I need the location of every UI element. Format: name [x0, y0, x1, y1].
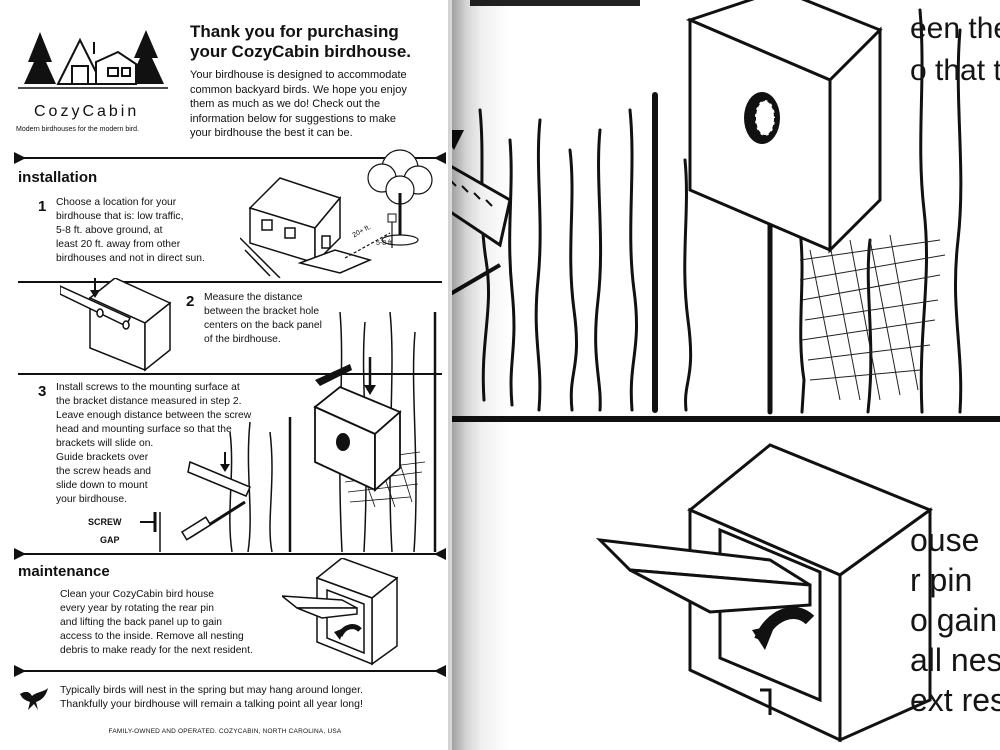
open-birdhouse-illustration — [282, 558, 399, 666]
section-divider — [18, 553, 442, 555]
intro-paragraph: Your birdhouse is designed to accommodat… — [190, 68, 450, 141]
maintenance-line: and lifting the back panel up to gain — [60, 617, 223, 628]
step-2-line: of the birdhouse. — [204, 334, 281, 345]
step-3-number: 3 — [38, 383, 47, 400]
bg-fragment-4: r pin — [910, 562, 973, 598]
divider-arrow-icon — [434, 548, 446, 560]
step-2-text: Measure the distance between the bracket… — [204, 291, 384, 347]
note-line: Thankfully your birdhouse will remain a … — [60, 698, 363, 710]
step-1-line: Choose a location for your — [56, 197, 177, 208]
background-illustration — [440, 0, 1000, 743]
step-3-line: Install screws to the mounting surface a… — [56, 382, 240, 393]
bird-icon — [20, 688, 48, 710]
bg-fragment-6: all nesting — [910, 642, 1000, 678]
seasonal-note: Typically birds will nest in the spring … — [60, 683, 440, 711]
background-page: een the screw o that the ouse r pin o ga… — [440, 0, 1000, 750]
step-2-line: centers on the back panel — [204, 320, 322, 331]
flyer-edge-shadow — [448, 0, 466, 750]
step-3-text: Install screws to the mounting surface a… — [56, 381, 306, 507]
step-3-line: Guide brackets over — [56, 452, 149, 463]
intro-line: Your birdhouse is designed to accommodat… — [190, 69, 407, 81]
title-line-1: Thank you for purchasing — [190, 22, 399, 41]
footer-text: FAMILY-OWNED AND OPERATED. COZYCABIN, NO… — [108, 728, 342, 735]
height-5-8ft-label: 5-8 ft. — [376, 240, 394, 247]
step-divider — [18, 281, 442, 283]
instruction-flyer: CozyCabin Modern birdhouses for the mode… — [0, 0, 452, 750]
intro-line: your birdhouse the best it can be. — [190, 127, 353, 139]
step-3-line: slide down to mount — [56, 480, 148, 491]
bg-fragment-3: ouse — [910, 522, 980, 558]
house-and-tree-illustration — [240, 149, 433, 278]
step-1-number: 1 — [38, 198, 47, 215]
intro-line: common backyard birds. We hope you enjoy — [190, 83, 407, 96]
step-2-line: between the bracket hole — [204, 306, 320, 317]
maintenance-line: debris to make ready for the next reside… — [60, 645, 253, 656]
step-3-line: the screw heads and — [56, 466, 152, 477]
divider-arrow-icon — [14, 665, 26, 677]
gap-label: GAP — [100, 535, 120, 545]
divider-arrow-icon — [434, 665, 446, 677]
maintenance-line: every year by rotating the rear pin — [60, 603, 214, 614]
step-1-line: birdhouses and not in direct sun. — [56, 253, 205, 264]
step-3-line: head and mounting surface so that the — [56, 424, 232, 435]
bg-fragment-5: o gain — [910, 602, 998, 638]
brand-tagline: Modern birdhouses for the modern bird. — [16, 126, 139, 133]
tree-mounting-illustration — [140, 312, 437, 552]
cabin-logo-icon — [18, 30, 168, 89]
step-3-line: your birdhouse. — [56, 494, 127, 505]
step-3-line: brackets will slide on. — [56, 438, 154, 449]
step-divider — [18, 373, 442, 375]
maintenance-line: Clean your CozyCabin bird house — [60, 589, 214, 600]
brand-name: CozyCabin — [34, 103, 140, 120]
step-3-line: the bracket distance measured in step 2. — [56, 396, 242, 407]
section-divider — [18, 670, 442, 672]
note-line: Typically birds will nest in the spring … — [60, 684, 363, 696]
intro-line: them as much as we do! Check out the — [190, 98, 381, 110]
maintenance-line: access to the inside. Remove all nesting — [60, 631, 244, 642]
step-1-line: least 20 ft. away from other — [56, 239, 181, 250]
thank-you-title: Thank you for purchasing your CozyCabin … — [190, 22, 450, 62]
divider-arrow-icon — [14, 548, 26, 560]
bg-fragment-2: o that the — [910, 54, 1000, 87]
maintenance-text: Clean your CozyCabin bird house every ye… — [60, 588, 310, 658]
title-line-2: your CozyCabin birdhouse. — [190, 42, 412, 61]
section-divider — [18, 157, 442, 159]
step-1-text: Choose a location for your birdhouse tha… — [56, 196, 256, 266]
maintenance-heading: maintenance — [18, 563, 110, 580]
bg-fragment-1: een the screw — [910, 12, 1000, 45]
step-2-number: 2 — [186, 293, 195, 310]
bg-fragment-7: ext resident. — [910, 682, 1000, 718]
divider-arrow-icon — [14, 152, 26, 164]
bracket-measure-illustration — [60, 278, 172, 372]
installation-heading: installation — [18, 169, 98, 186]
step-1-line: 5-8 ft. above ground, at — [56, 225, 163, 236]
divider-arrow-icon — [434, 152, 446, 164]
intro-line: information below for suggestions to mak… — [190, 112, 397, 125]
step-3-line: Leave enough distance between the screw — [56, 410, 252, 421]
screw-label: SCREW — [88, 517, 122, 527]
step-2-line: Measure the distance — [204, 292, 303, 303]
step-1-line: birdhouse that is: low traffic, — [56, 211, 184, 222]
